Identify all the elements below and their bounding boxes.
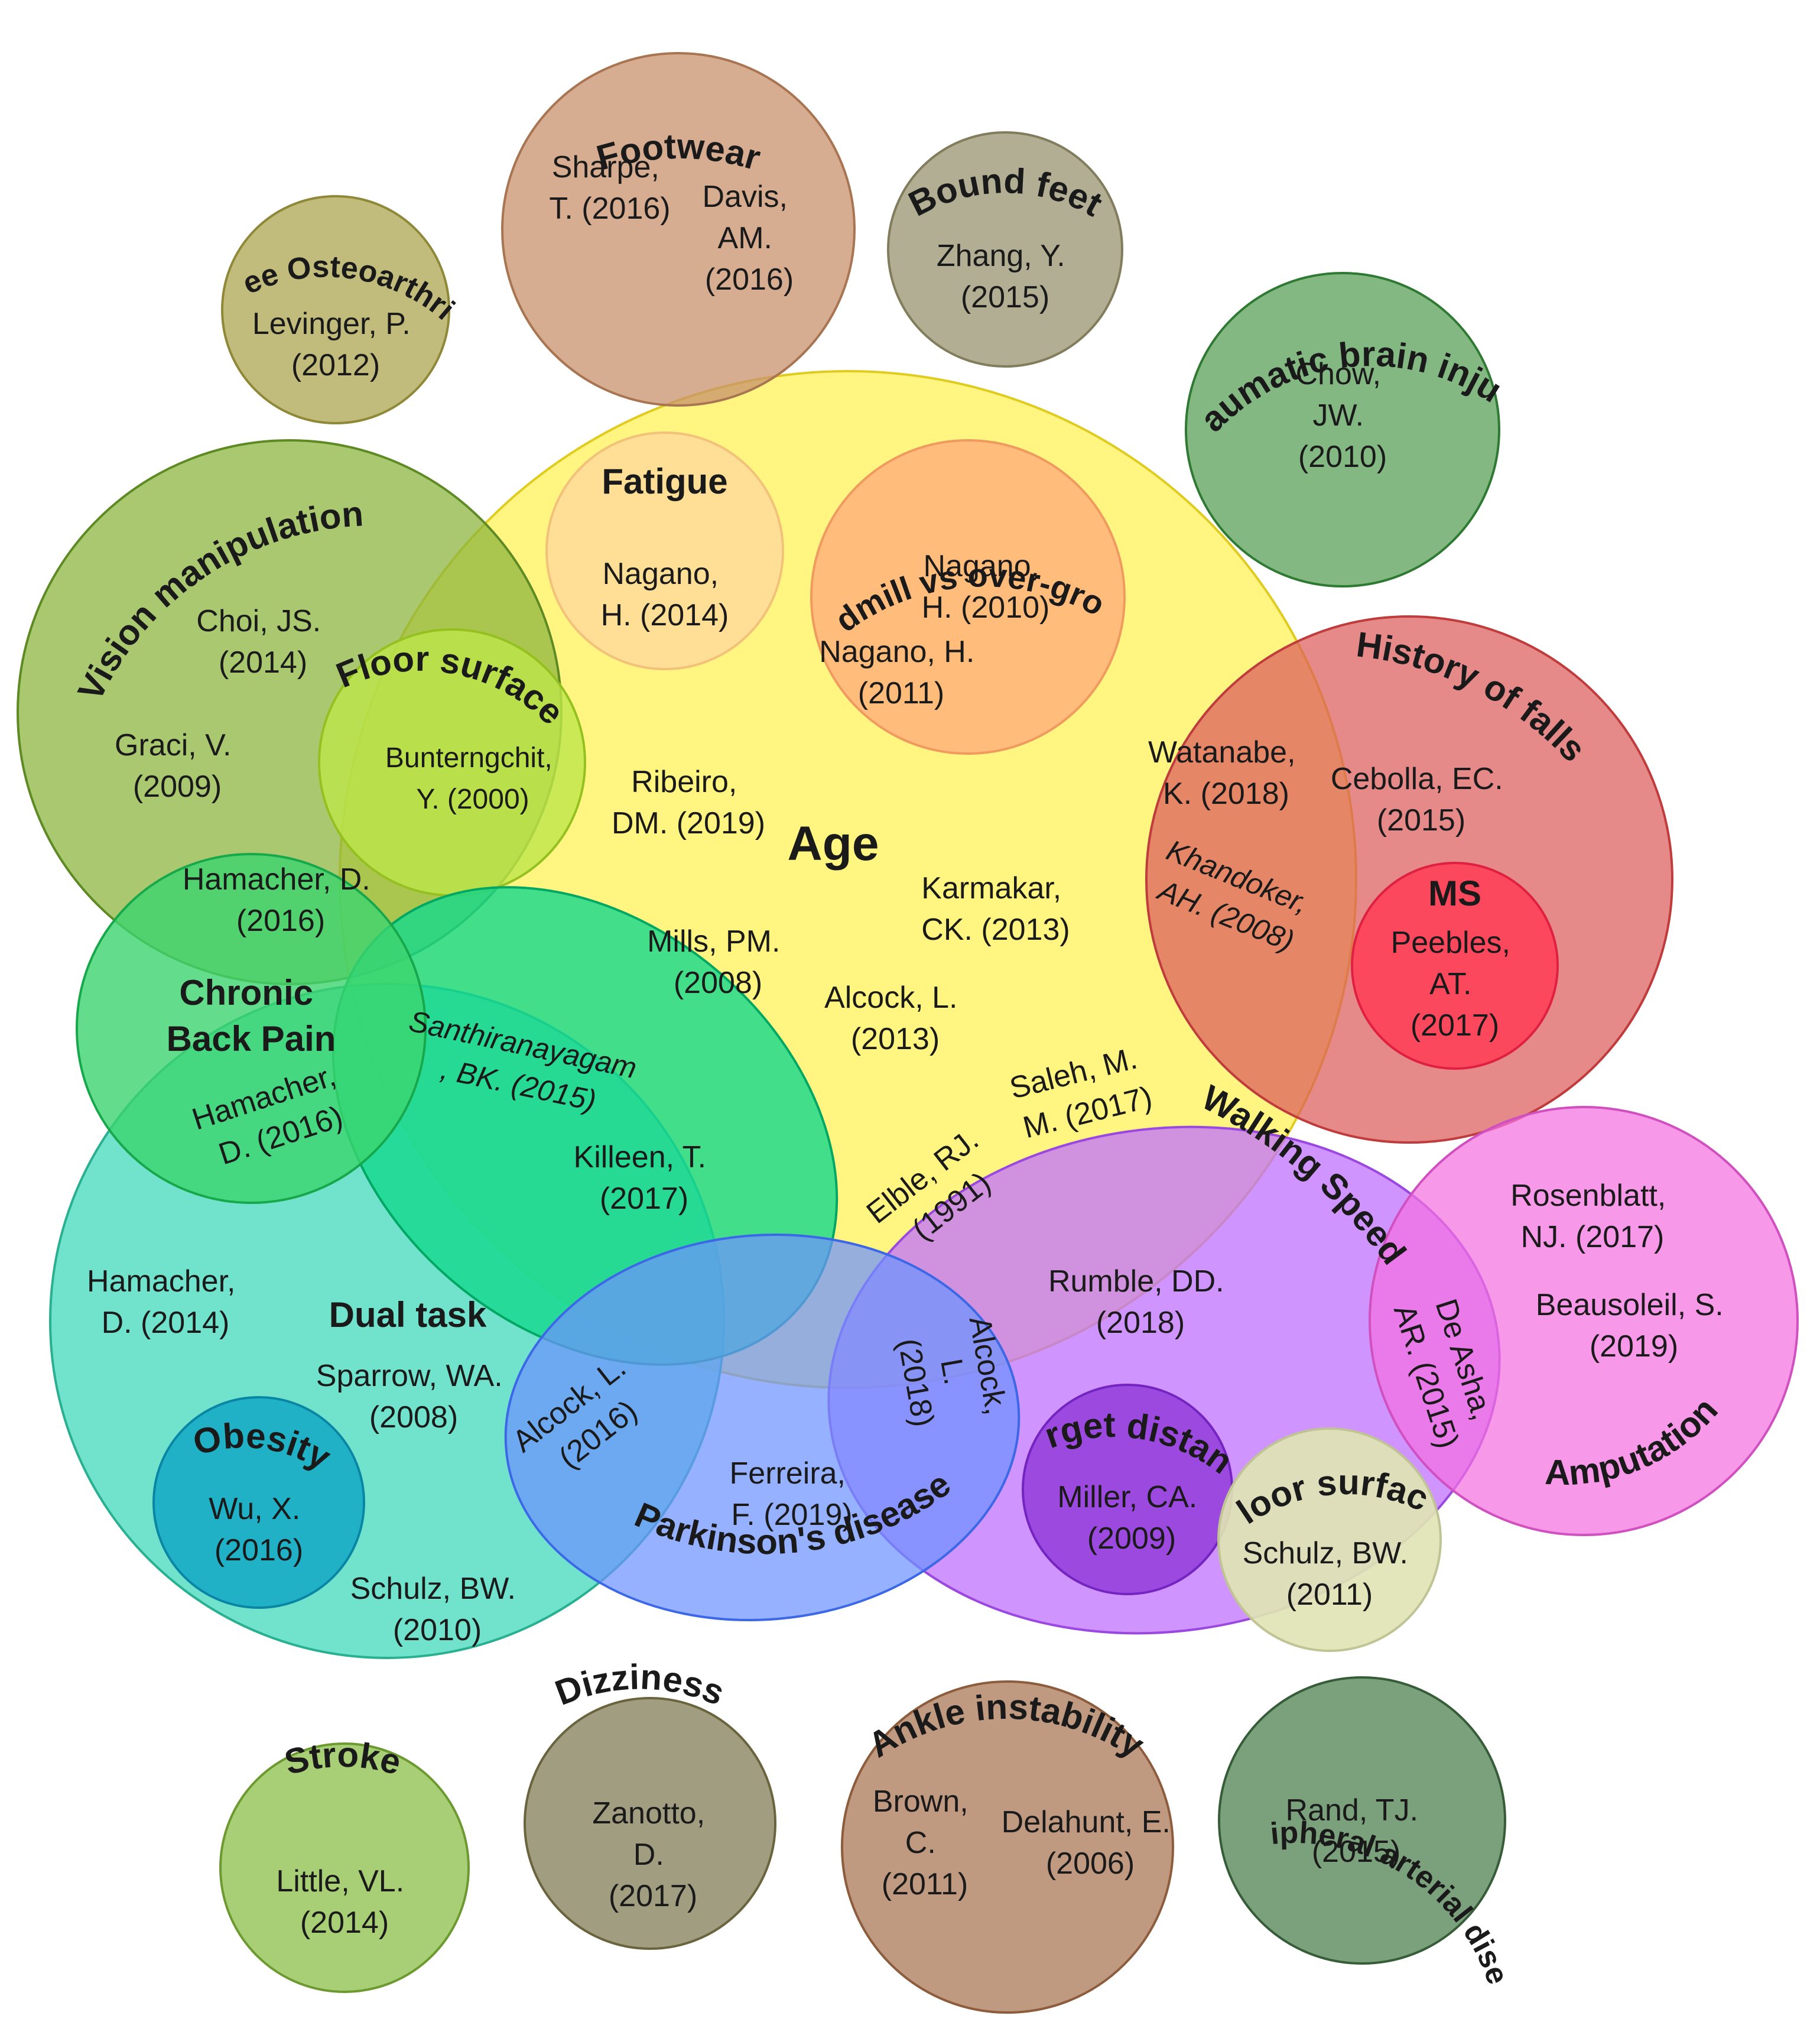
fatigue-bubble — [545, 431, 784, 670]
tbi-ref: Chow, JW. (2010) — [1296, 357, 1390, 474]
dizziness-bubble — [524, 1697, 776, 1950]
fatigue-title: Fatigue — [602, 462, 727, 501]
peripheral-arterial-disease-bubble — [1218, 1676, 1506, 1965]
chronic-back-pain-title: Chronic Back Pain — [167, 973, 336, 1059]
treadmill-ref-2011: Nagano, H. (2011) — [819, 635, 983, 710]
age-ref-mills: Mills, PM. (2008) — [647, 924, 789, 1000]
fatigue-ref: Nagano, H. (2014) — [601, 557, 729, 632]
amputation-bubble — [1369, 1106, 1799, 1536]
dual-task-ref-hamacher-2014: Hamacher, D. (2014) — [87, 1264, 244, 1340]
dual-task-ref-schulz: Schulz, BW. (2010) — [350, 1572, 525, 1647]
floor-surface-1-ref: Bunterngchit, Y. (2000) — [385, 742, 560, 815]
dual-task-title: Dual task — [329, 1295, 487, 1335]
ankle-ref-brown: Brown, C. (2011) — [873, 1784, 977, 1901]
knee-osteoarthritis-bubble — [221, 195, 450, 424]
ms-title: MS — [1428, 874, 1481, 913]
footwear-ref-davis: Davis, AM. (2016) — [703, 180, 797, 297]
dizziness-ref: Zanotto, D. (2017) — [592, 1796, 713, 1913]
knee-ref: Levinger, P. (2012) — [252, 307, 419, 382]
stroke-ref: Little, VL. (2014) — [276, 1864, 412, 1940]
parkinsons-ref-ferreira: Ferreira, F. (2019) — [730, 1456, 854, 1532]
obesity-ref: Wu, X. (2016) — [209, 1492, 309, 1567]
parkinsons-bubble — [504, 1234, 1020, 1621]
vision-ref-choi: Choi, JS. (2014) — [196, 604, 329, 680]
obesity-bubble — [152, 1396, 365, 1609]
age-ref-karmakar: Karmakar, CK. (2013) — [921, 871, 1070, 947]
killeen-ref: Killeen, T. (2017) — [574, 1140, 715, 1216]
bound-feet-ref: Zhang, Y. (2015) — [937, 239, 1074, 314]
ankle-instability-bubble — [841, 1680, 1174, 2014]
ankle-ref-delahunt: Delahunt, E. (2006) — [1002, 1805, 1179, 1881]
age-ref-alcock: Alcock, L. (2013) — [824, 981, 966, 1056]
age-title: Age — [788, 817, 879, 871]
history-ref-cebolla: Cebolla, EC. (2015) — [1331, 762, 1512, 838]
dual-task-ref-sparrow: Sparrow, WA. (2008) — [316, 1359, 511, 1434]
amputation-ref-rosenblatt: Rosenblatt, NJ. (2017) — [1510, 1179, 1675, 1254]
walking-speed-ref-rumble: Rumble, DD. (2018) — [1048, 1264, 1233, 1340]
pad-ref: Rand, TJ. (2015) — [1286, 1793, 1427, 1869]
age-ref-ribeiro: Ribeiro, DM. (2019) — [612, 765, 765, 840]
floor-surface-2-ref: Schulz, BW. (2011) — [1243, 1536, 1417, 1612]
ms-bubble — [1351, 862, 1559, 1070]
history-ref-watanabe: Watanabe, K. (2018) — [1148, 735, 1304, 811]
overlap-ref-hamacher-2016: Hamacher, D. (2016) — [183, 862, 379, 938]
target-distance-ref: Miller, CA. (2009) — [1057, 1480, 1205, 1556]
stroke-bubble — [219, 1742, 470, 1993]
ms-ref: Peebles, AT. (2017) — [1391, 926, 1519, 1043]
amputation-ref-beausoleil: Beausoleil, S. (2019) — [1536, 1288, 1732, 1364]
traumatic-brain-injury-bubble — [1185, 272, 1500, 588]
footwear-bubble — [501, 52, 856, 407]
vision-ref-graci: Graci, V. (2009) — [115, 728, 240, 804]
floor-surface-bubble-2 — [1217, 1427, 1442, 1652]
bound-feet-bubble — [887, 131, 1123, 368]
treadmill-bubble — [810, 439, 1126, 755]
treadmill-ref-2010: Nagano, H. (2010) — [922, 549, 1050, 625]
footwear-ref-sharpe: Sharpe, T. (2016) — [549, 150, 670, 226]
chronic-back-pain-bubble — [76, 853, 427, 1204]
